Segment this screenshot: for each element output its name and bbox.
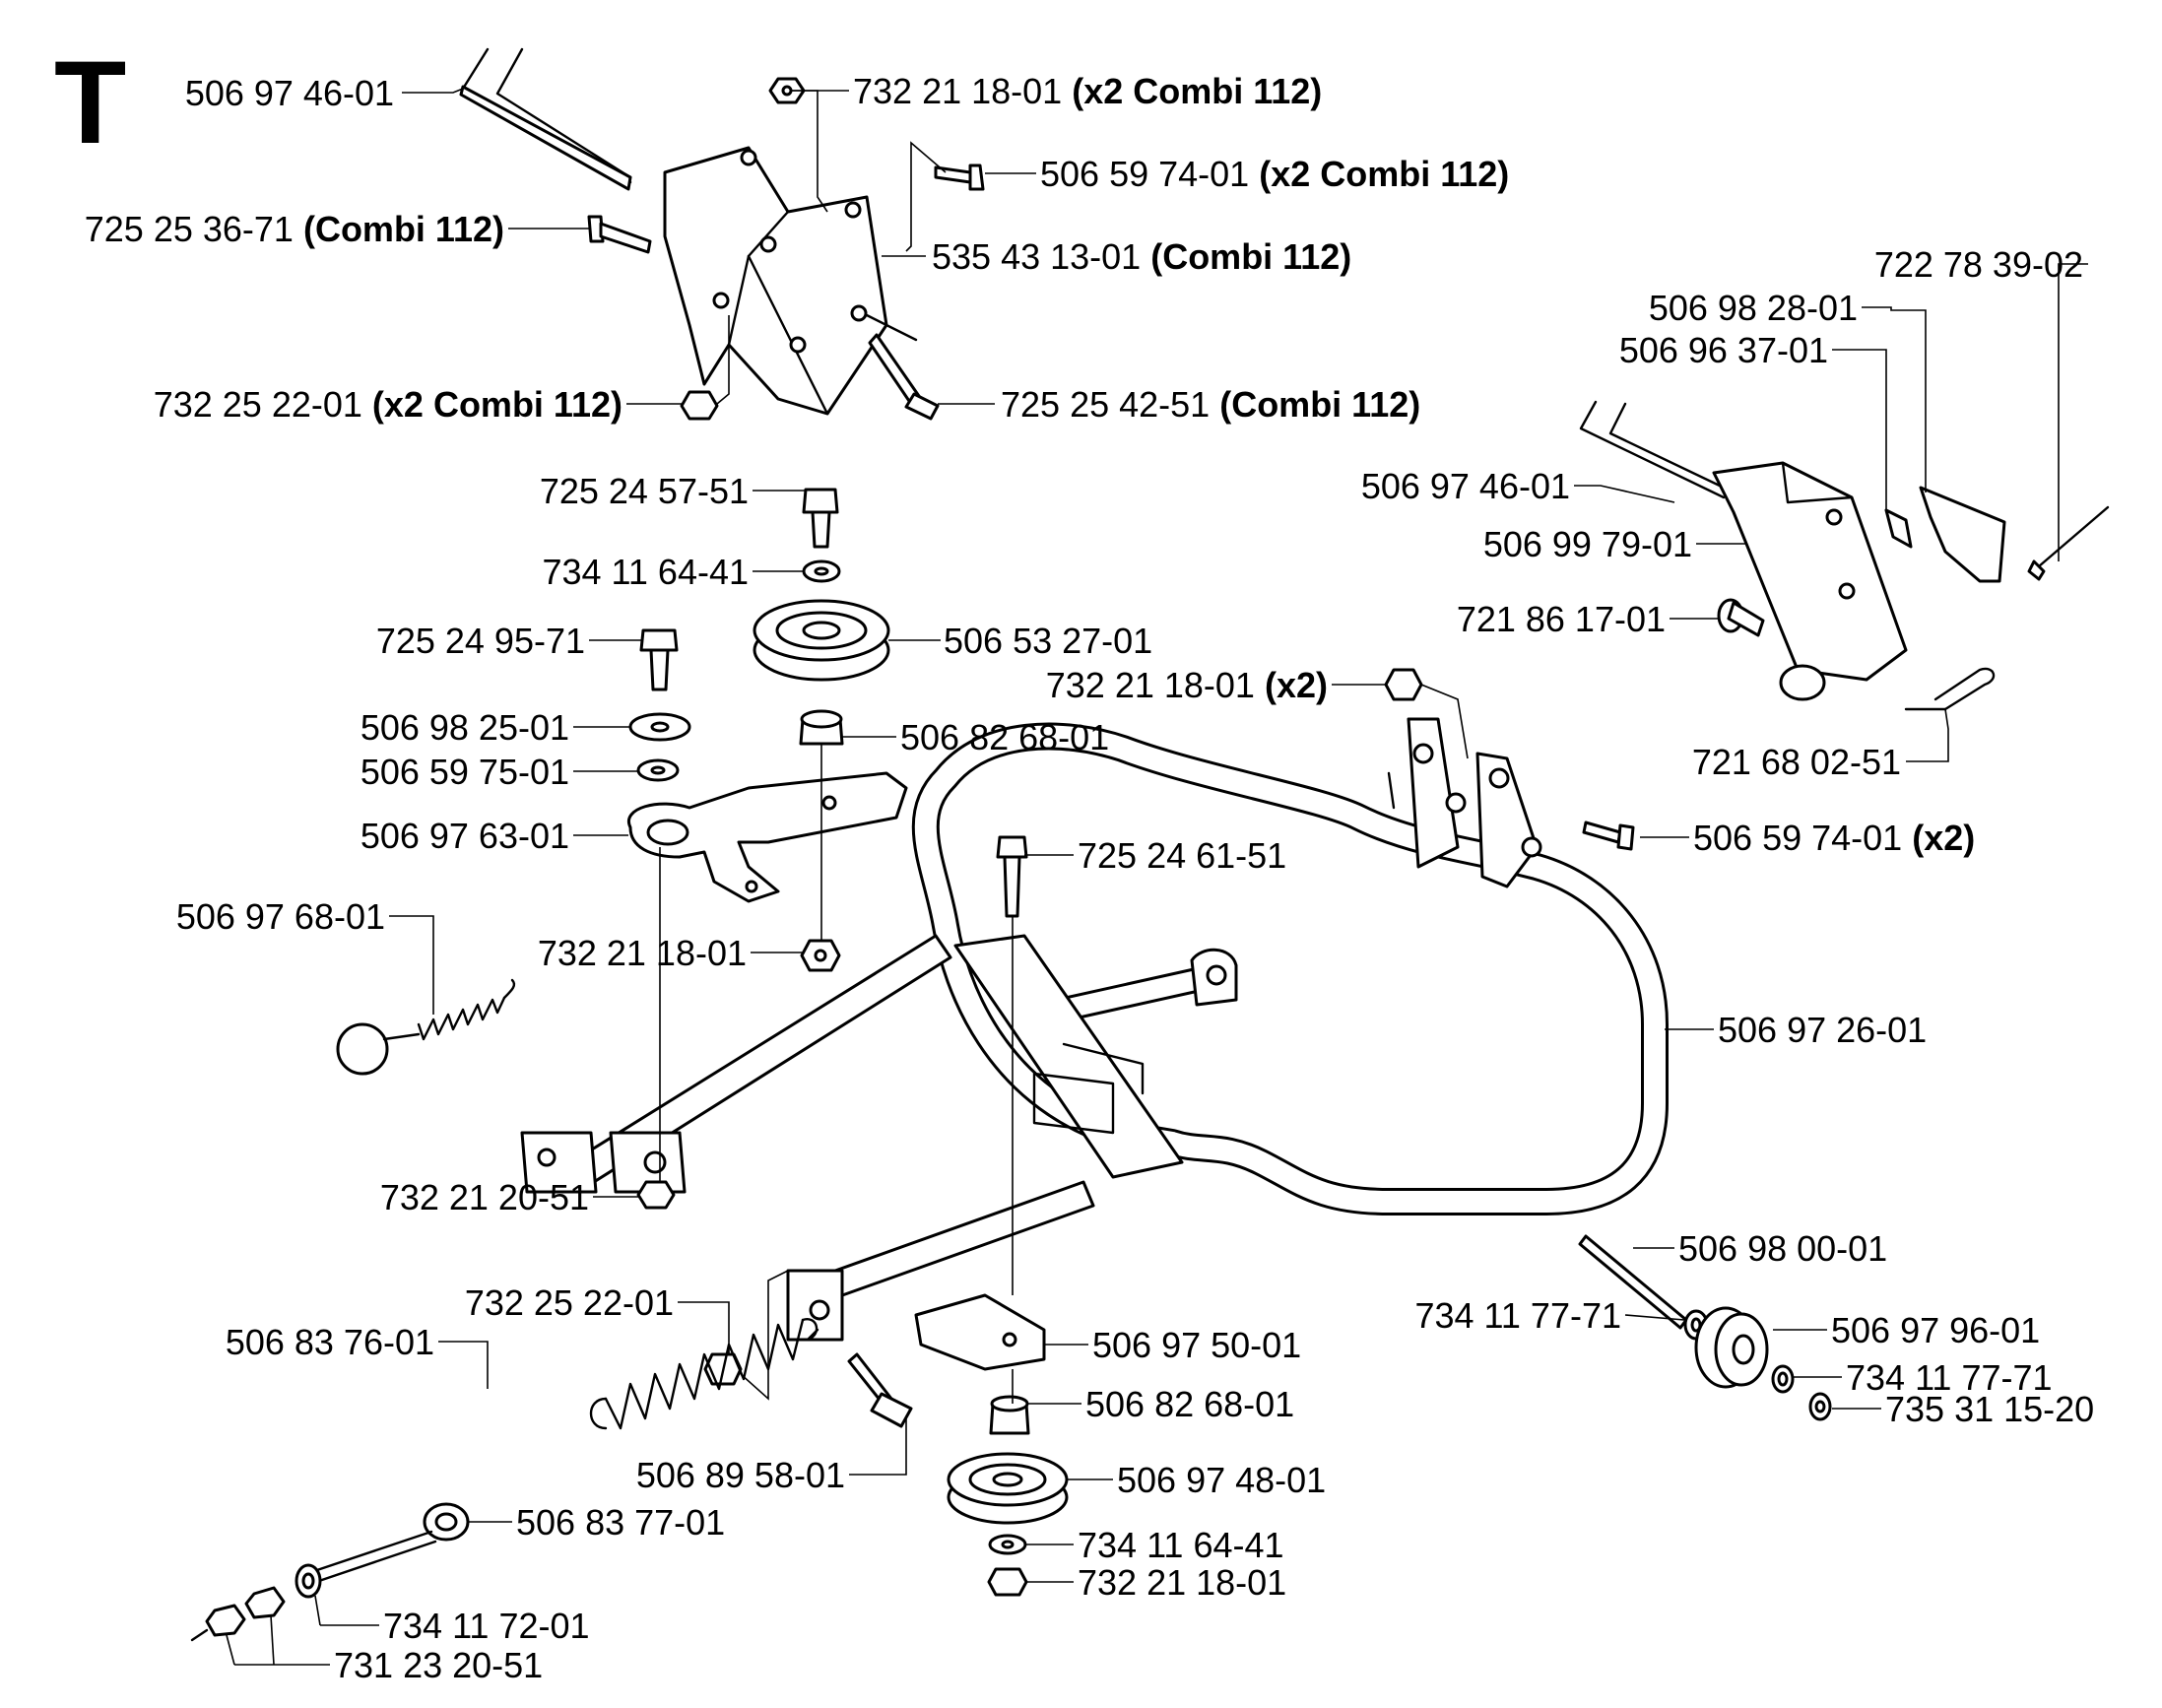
bracket-506-97-50-01 — [914, 1293, 1046, 1371]
label-506-96-37-01: 506 96 37-01 — [1619, 330, 1828, 370]
bolt-725-25-36-71 — [587, 215, 652, 254]
label-506-97-50-01: 506 97 50-01 — [1092, 1325, 1301, 1365]
label-732-25-22-01-low: 732 25 22-01 — [465, 1282, 674, 1323]
label-506-97-63-01: 506 97 63-01 — [360, 816, 569, 856]
label-725-24-61-51: 725 24 61-51 — [1078, 835, 1286, 876]
label-734-11-77-71-a: 734 11 77-71 — [1414, 1295, 1621, 1336]
combi-bracket-535-43-13-01 — [663, 146, 918, 416]
nut-732-21-18-01-right — [1384, 668, 1423, 701]
label-506-89-58-01: 506 89 58-01 — [636, 1455, 845, 1495]
label-732-21-20-51: 732 21 20-51 — [380, 1177, 589, 1217]
clip-506-96-37-01 — [1884, 508, 1913, 549]
bolt-725-25-42-51 — [868, 333, 940, 421]
callout-labels: 506 97 46-01 732 21 18-01 (x2 Combi 112)… — [85, 71, 2094, 1685]
label-506-98-25-01: 506 98 25-01 — [360, 707, 569, 748]
bolt-506-89-58-01 — [847, 1352, 913, 1428]
label-725-24-57-51: 725 24 57-51 — [540, 471, 749, 511]
leader-lines — [226, 88, 2088, 1666]
label-734-11-72-01: 734 11 72-01 — [383, 1606, 590, 1646]
washer-734-11-64-41-low — [988, 1534, 1027, 1555]
label-735-31-15-20: 735 31 15-20 — [1885, 1389, 2094, 1429]
label-506-97-96-01: 506 97 96-01 — [1831, 1310, 2040, 1350]
label-732-21-18-01-low: 732 21 18-01 — [1078, 1562, 1286, 1603]
nut-732-21-18-01-low — [987, 1567, 1028, 1597]
pulley-506-97-48-01 — [947, 1452, 1069, 1525]
label-506-53-27-01: 506 53 27-01 — [944, 621, 1152, 661]
label-535-43-13-01: 535 43 13-01 (Combi 112) — [932, 236, 1351, 277]
label-731-23-20-51: 731 23 20-51 — [334, 1645, 543, 1685]
label-721-68-02-51: 721 68 02-51 — [1692, 742, 1901, 782]
bolt-725-24-95-71 — [639, 628, 679, 691]
label-506-98-28-01: 506 98 28-01 — [1649, 288, 1858, 328]
pin-722-78-39-02 — [2027, 505, 2110, 581]
bushing-506-82-68-01-top — [799, 709, 844, 746]
pulley-506-53-27-01 — [753, 599, 890, 682]
pin-721-86-17-01 — [1717, 598, 1765, 637]
label-725-25-36-71: 725 25 36-71 (Combi 112) — [85, 209, 504, 249]
arm-506-99-79-01 — [1712, 461, 1908, 701]
label-506-59-75-01: 506 59 75-01 — [360, 752, 569, 792]
label-506-97-68-01: 506 97 68-01 — [176, 896, 385, 937]
section-letter: T — [54, 36, 126, 168]
bolt-725-24-57-51 — [802, 488, 839, 549]
label-732-21-18-01-mid: 732 21 18-01 — [538, 933, 747, 973]
label-732-25-22-01-top: 732 25 22-01 (x2 Combi 112) — [154, 384, 622, 425]
bolt-725-24-61-51 — [996, 835, 1028, 918]
nuts-731-23-20-51 — [190, 1586, 286, 1642]
axle-506-98-00-01 — [1578, 1234, 1688, 1330]
label-734-11-77-71-b: 734 11 77-71 — [1846, 1357, 2053, 1398]
label-725-24-95-71: 725 24 95-71 — [376, 621, 585, 661]
label-722-78-39-02: 722 78 39-02 — [1874, 244, 2083, 285]
label-506-97-48-01: 506 97 48-01 — [1117, 1460, 1326, 1500]
label-734-11-64-41-low: 734 11 64-41 — [1078, 1525, 1284, 1565]
label-506-97-46-01-right: 506 97 46-01 — [1361, 466, 1570, 506]
label-732-21-18-01-top: 732 21 18-01 (x2 Combi 112) — [853, 71, 1322, 111]
label-506-98-00-01: 506 98 00-01 — [1678, 1228, 1887, 1269]
washer-734-11-77-71-b — [1771, 1364, 1795, 1394]
bolt-506-59-74-01-right — [1582, 821, 1635, 851]
eyebolt-506-83-77-01 — [303, 1502, 470, 1586]
spring-506-97-68-01 — [336, 978, 516, 1076]
wheel-506-97-96-01 — [1694, 1306, 1769, 1389]
washer-506-98-25-01 — [628, 712, 691, 742]
label-732-21-18-01-right: 732 21 18-01 (x2) — [1046, 665, 1328, 705]
label-725-25-42-51: 725 25 42-51 (Combi 112) — [1001, 384, 1420, 425]
spring-506-83-76-01 — [589, 1318, 819, 1430]
label-734-11-64-41-top: 734 11 64-41 — [542, 552, 749, 592]
label-506-59-74-01-top: 506 59 74-01 (x2 Combi 112) — [1040, 154, 1509, 194]
nut-732-21-18-01-top — [768, 77, 806, 104]
label-506-82-68-01-low: 506 82 68-01 — [1085, 1384, 1294, 1424]
label-506-99-79-01: 506 99 79-01 — [1483, 524, 1692, 564]
rod-506-97-46-01-top — [459, 47, 632, 191]
nut-732-21-20-51 — [636, 1180, 676, 1210]
bracket-506-97-63-01 — [626, 771, 908, 903]
nut-735-31-15-20 — [1808, 1392, 1832, 1421]
label-506-97-46-01-top: 506 97 46-01 — [185, 73, 394, 113]
washer-506-59-75-01 — [636, 758, 680, 782]
bushing-506-82-68-01-low — [989, 1395, 1030, 1435]
label-721-86-17-01: 721 86 17-01 — [1457, 599, 1666, 639]
bolt-506-59-74-01-top — [934, 164, 985, 191]
label-506-83-76-01: 506 83 76-01 — [226, 1322, 434, 1362]
nut-732-25-22-01-top — [680, 390, 719, 421]
clip-721-68-02-51 — [1904, 667, 1996, 711]
label-506-83-77-01: 506 83 77-01 — [516, 1502, 725, 1543]
washer-734-11-72-01 — [295, 1563, 322, 1599]
nut-732-21-18-01-mid — [800, 939, 841, 972]
washer-734-11-64-41-top — [802, 559, 841, 583]
label-506-82-68-01-top: 506 82 68-01 — [900, 717, 1109, 757]
plate-506-98-28-01 — [1919, 486, 2006, 583]
rod-506-97-46-01-right — [1579, 400, 1726, 499]
label-506-59-74-01-right: 506 59 74-01 (x2) — [1693, 818, 1975, 858]
label-506-97-26-01: 506 97 26-01 — [1718, 1010, 1927, 1050]
